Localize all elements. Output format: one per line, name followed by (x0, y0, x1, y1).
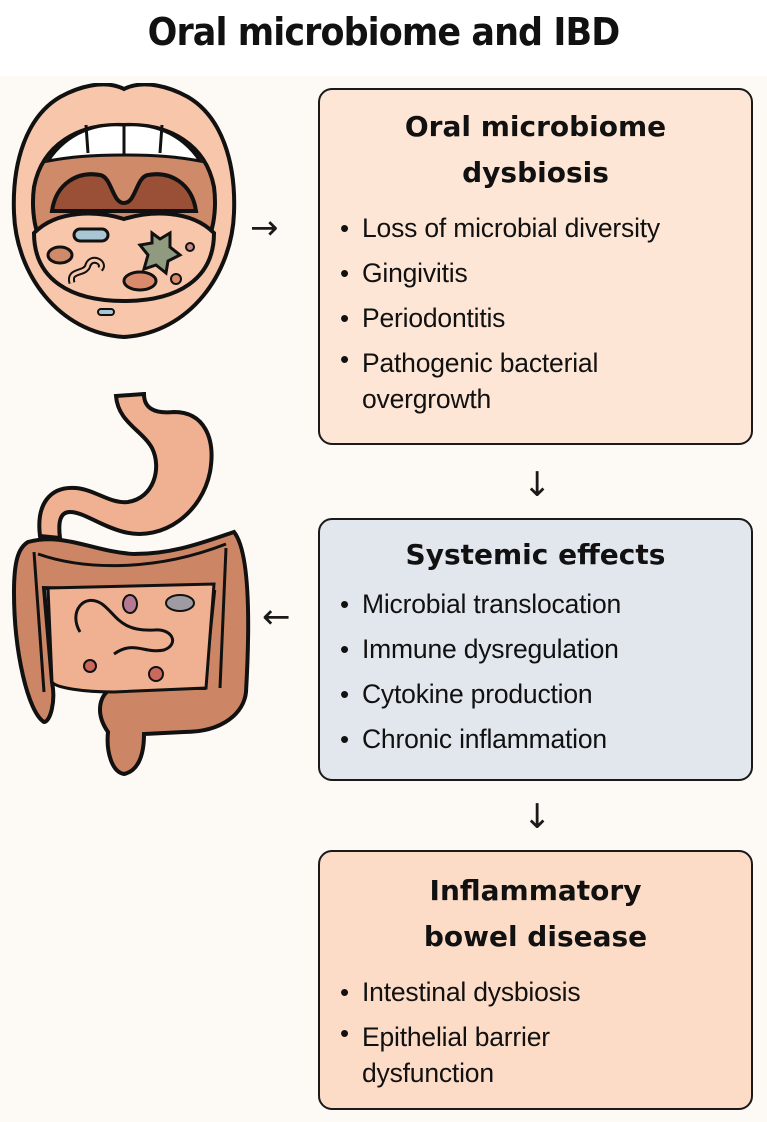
open-mouth-icon (11, 83, 237, 340)
list-item: Immune dysregulation (340, 627, 751, 672)
page-title: Oral microbiome and IBD (147, 10, 621, 54)
arrow-down-icon: ↓ (523, 797, 552, 837)
list-item: Gingivitis (340, 251, 751, 296)
list-item: Loss of microbial diversity (340, 206, 751, 251)
ibd-box: Inflammatory bowel disease Intestinal dy… (318, 850, 753, 1110)
arrow-down-icon: ↓ (523, 465, 552, 505)
arrow-left-icon: ← (262, 597, 291, 637)
oral-dysbiosis-box: Oral microbiome dysbiosis Loss of microb… (318, 88, 753, 445)
box-title: Inflammatory bowel disease (423, 874, 648, 953)
list-item: Epithelial barrier dysfunction (340, 1015, 622, 1091)
box-title: Systemic effects (405, 538, 666, 571)
list-item: Microbial translocation (340, 582, 751, 627)
list-item: Chronic inflammation (340, 717, 751, 762)
list-item: Cytokine production (340, 672, 751, 717)
title-band (0, 0, 767, 76)
list-item: Pathogenic bacterial overgrowth (340, 341, 682, 417)
item-list: Microbial translocation Immune dysregula… (320, 582, 751, 762)
list-item: Intestinal dysbiosis (340, 970, 751, 1015)
item-list: Loss of microbial diversity Gingivitis P… (320, 206, 751, 417)
arrow-right-icon: → (250, 208, 279, 248)
item-list: Intestinal dysbiosis Epithelial barrier … (320, 970, 751, 1091)
box-title: Oral microbiome dysbiosis (404, 110, 667, 189)
list-item: Periodontitis (340, 296, 751, 341)
systemic-effects-box: Systemic effects Microbial translocation… (318, 518, 753, 781)
stomach-intestines-icon (11, 392, 251, 776)
